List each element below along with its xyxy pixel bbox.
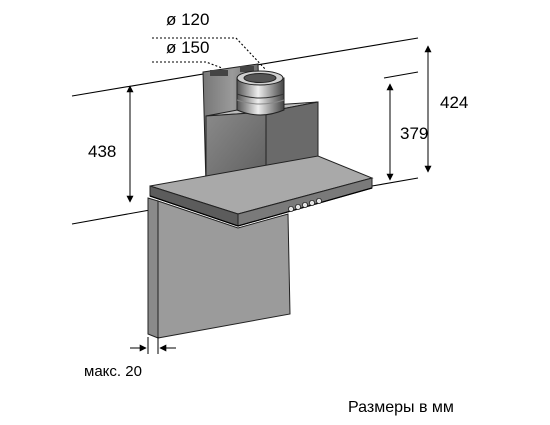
hood-canopy (149, 155, 374, 227)
diameter-leaders (152, 37, 267, 71)
label-duct-120: ø 120 (166, 10, 209, 29)
label-duct-150: ø 150 (166, 38, 209, 57)
label-height-379: 379 (400, 124, 428, 143)
label-height-424: 424 (440, 93, 468, 112)
caption-units: Размеры в мм (348, 399, 454, 416)
duct-connector (236, 70, 285, 116)
label-height-438: 438 (88, 142, 116, 161)
dimension-lines (126, 45, 432, 354)
control-buttons (287, 197, 322, 212)
label-wall-gap: макс. 20 (84, 363, 142, 380)
